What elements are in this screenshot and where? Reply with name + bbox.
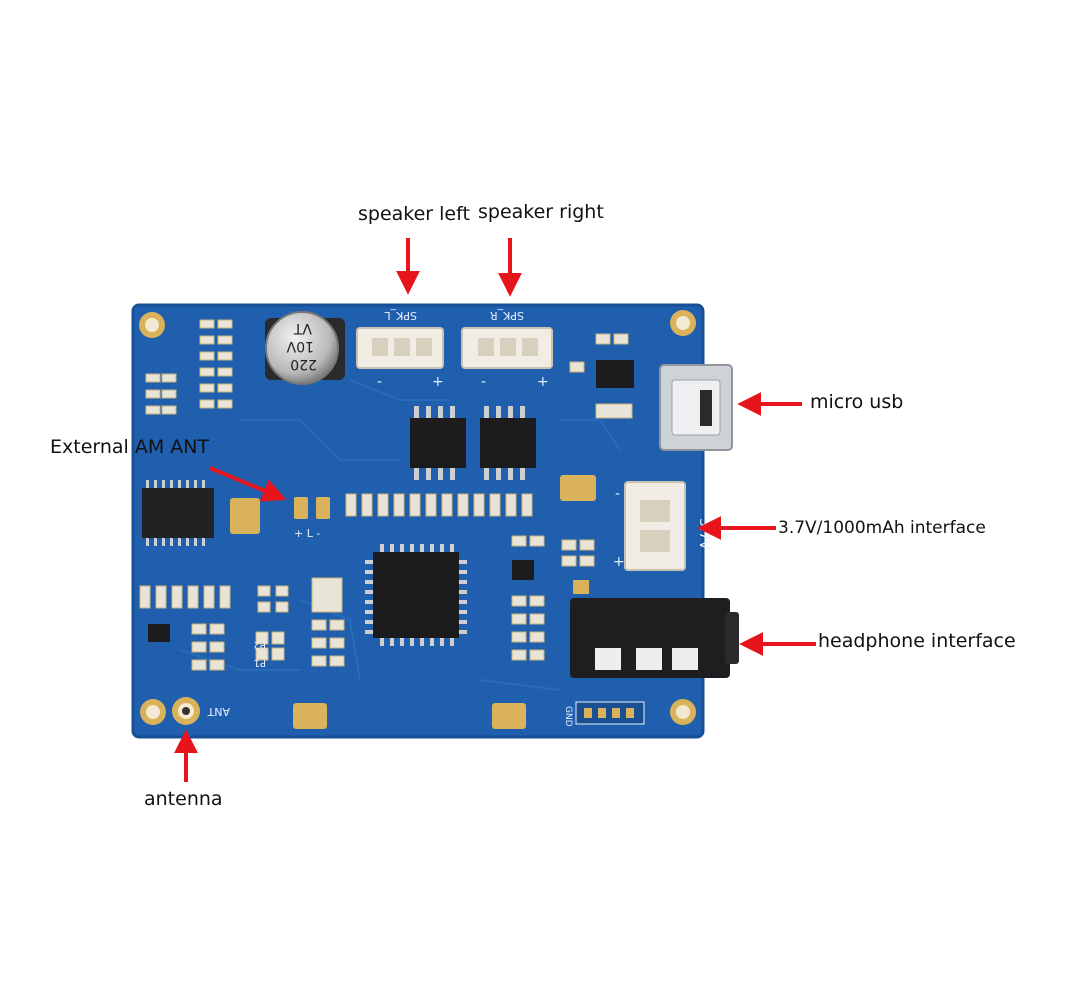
spk-r-plus: + — [537, 374, 549, 390]
cap-text-3: 220 — [290, 356, 317, 372]
label-speaker-left: speaker left — [358, 203, 470, 225]
battery-minus: - — [615, 486, 620, 502]
transistors — [148, 360, 634, 642]
gnd-silk: GND — [563, 706, 573, 727]
arrow-external-am — [209, 466, 287, 502]
battery-voltage-silk: 3.7V — [696, 518, 712, 550]
callout-arrows — [174, 238, 816, 782]
am-ant-silk: + L - — [294, 527, 320, 540]
battery-connector — [624, 481, 686, 571]
label-headphone-interface: headphone interface — [818, 630, 1016, 652]
spk-l-minus: - — [377, 374, 382, 390]
mounting-holes — [139, 310, 696, 725]
spk-r-minus: - — [481, 374, 486, 390]
radio-ic-chip — [142, 480, 214, 546]
label-antenna: antenna — [144, 788, 223, 810]
label-battery-interface: 3.7V/1000mAh interface — [778, 518, 986, 538]
electrolytic-capacitor — [265, 311, 345, 385]
spk-r-silk: SPK_R — [490, 309, 524, 322]
microcontroller-chip — [365, 544, 467, 646]
label-speaker-right: speaker right — [478, 201, 604, 223]
cap-text-1: VT — [293, 320, 312, 336]
label-external-am-ant: External AM ANT — [50, 436, 210, 458]
headphone-jack — [570, 598, 739, 678]
amplifier-chip-right — [480, 406, 536, 480]
gnd-header — [575, 701, 645, 725]
smd-components — [139, 319, 633, 671]
p1-silk: P1 — [254, 657, 266, 668]
spk-l-plus: + — [432, 374, 444, 390]
battery-plus: + — [613, 554, 625, 570]
spk-l-silk: SPK_L — [384, 309, 417, 322]
cap-text-2: 10V — [286, 338, 314, 354]
antenna-pad — [172, 697, 200, 725]
speaker-right-connector — [461, 327, 553, 369]
label-micro-usb: micro usb — [810, 391, 904, 413]
ant-silk: ANT — [207, 705, 230, 718]
micro-usb-port — [659, 364, 733, 451]
amplifier-chip-left — [410, 406, 466, 480]
p2-silk: P2 — [254, 639, 266, 650]
speaker-left-connector — [356, 327, 444, 369]
gold-pads — [230, 475, 596, 729]
